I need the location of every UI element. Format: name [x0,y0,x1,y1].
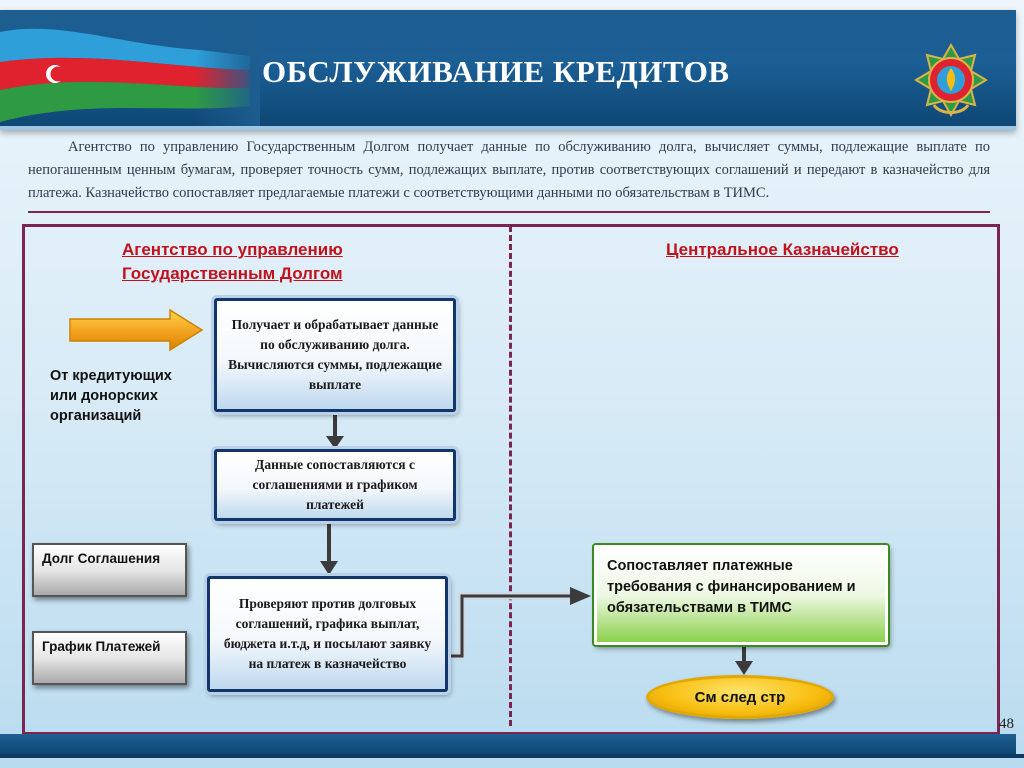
debt-agreements-text: Долг Соглашения [42,551,161,566]
payment-schedule-box: График Платежей [32,631,187,685]
intro-paragraph: Агентство по управлению Государственным … [28,136,990,213]
receive-process-box: Получает и обрабатывает данные по обслуж… [214,298,456,412]
check-process-text: Проверяют против долговых соглашений, гр… [223,596,432,671]
treasury-action-text: Сопоставляет платежные требования с фина… [607,558,856,616]
source-organizations-label: От кредитующих или донорских организаций [50,368,172,424]
compare-process-text: Данные сопоставляются с соглашениями и г… [252,457,418,512]
treasury-column-heading: Центральное Казначейство [666,240,899,259]
compare-process-box: Данные сопоставляются с соглашениями и г… [214,449,456,521]
page-number: 48 [999,716,1014,732]
national-emblem-icon [914,42,988,121]
next-page-label: См след стр [694,688,786,706]
column-divider [509,226,512,726]
footer-bar [0,734,1016,754]
footer-line [0,754,1024,758]
header-bar: ОБСЛУЖИВАНИЕ КРЕДИТОВ [0,10,1016,130]
agency-column-heading: Агентство по управлению Государственным … [122,240,343,283]
page-title: ОБСЛУЖИВАНИЕ КРЕДИТОВ [262,54,730,89]
debt-agreements-box: Долг Соглашения [32,543,187,597]
receive-process-text: Получает и обрабатывает данные по обслуж… [228,317,442,392]
treasury-action-box: Сопоставляет платежные требования с фина… [594,545,888,645]
payment-schedule-text: График Платежей [42,639,161,654]
next-page-button[interactable]: См след стр [646,675,834,719]
azerbaijan-flag-image [0,10,260,126]
check-process-box: Проверяют против долговых соглашений, гр… [207,576,448,692]
diagram-frame [22,224,1000,735]
